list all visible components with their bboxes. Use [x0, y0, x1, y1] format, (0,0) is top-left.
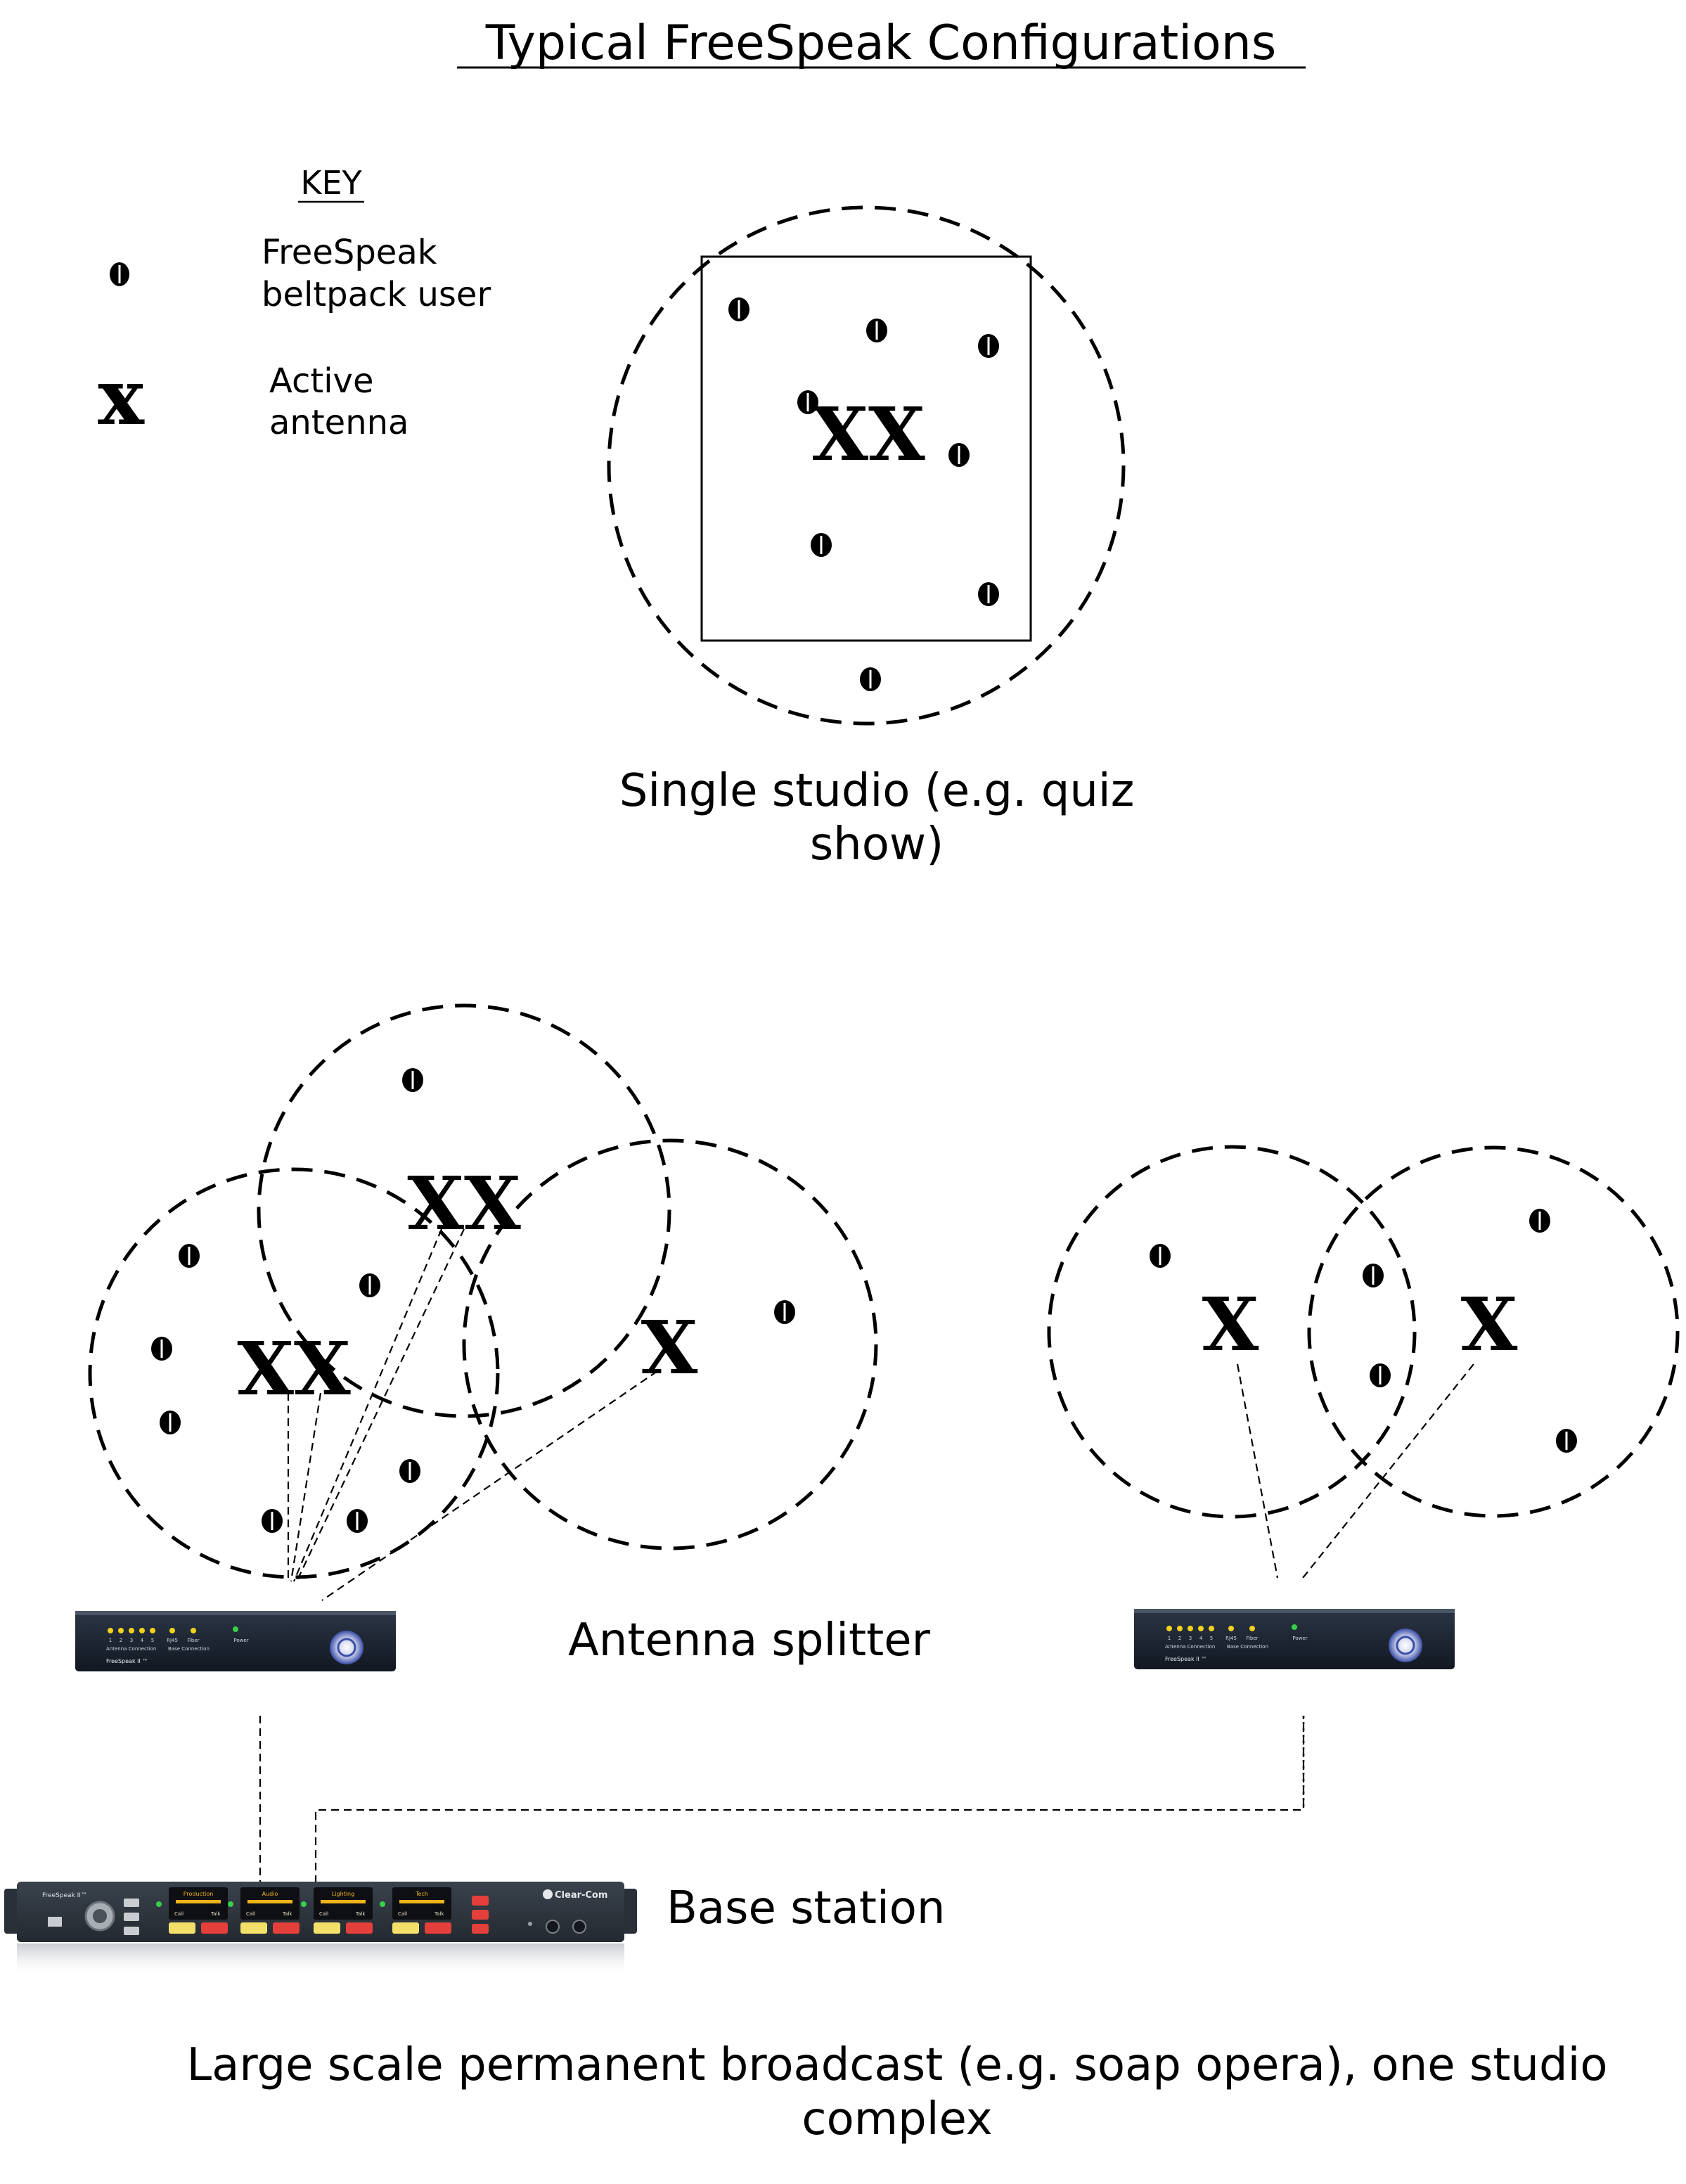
large-scale-caption-line2: complex: [802, 2093, 992, 2145]
svg-text:Talk: Talk: [355, 1911, 366, 1917]
coverage-circle-sat-left: [1047, 1145, 1417, 1519]
beltpack-user-icon: [359, 1273, 380, 1297]
beltpack-user-icon: [948, 443, 970, 467]
beltpack-users: [728, 297, 999, 691]
svg-text:4: 4: [1199, 1636, 1203, 1641]
svg-text:Base Connection: Base Connection: [1227, 1644, 1268, 1650]
key-heading: KEY: [300, 164, 362, 202]
active-antenna-icon: x: [98, 352, 145, 442]
beltpack-user-icon: [402, 1068, 423, 1092]
coverage-circle-top: [257, 1003, 671, 1418]
svg-text:Tech: Tech: [415, 1891, 428, 1897]
beltpack-user-icon: [774, 1300, 795, 1324]
svg-text:2: 2: [120, 1638, 122, 1643]
coverage-circle-left: [88, 1167, 500, 1579]
svg-text:Base Connection: Base Connection: [168, 1646, 210, 1652]
beltpack-user-icon: [1556, 1429, 1577, 1453]
active-antenna-pair: XX: [811, 391, 925, 477]
beltpack-users: [151, 1068, 795, 1533]
svg-text:Production: Production: [184, 1891, 214, 1897]
beltpack-user-icon: [1150, 1244, 1171, 1268]
beltpack-user-icon: [1370, 1363, 1391, 1387]
active-antenna-sat-left: X: [1202, 1281, 1259, 1368]
active-antenna-pair-top: XX: [407, 1160, 521, 1247]
svg-text:1: 1: [1168, 1636, 1171, 1641]
svg-text:5: 5: [151, 1638, 154, 1643]
active-antenna-right: X: [641, 1304, 698, 1391]
svg-text:Antenna Connection: Antenna Connection: [1165, 1644, 1215, 1650]
svg-text:3: 3: [1189, 1636, 1192, 1641]
single-studio-caption-line2: show): [810, 818, 944, 871]
svg-text:Call: Call: [174, 1911, 184, 1917]
splitter-to-base-cables: [259, 1716, 1305, 1883]
svg-text:RJ45: RJ45: [167, 1638, 178, 1643]
studio-outline: [700, 255, 1032, 642]
beltpack-user-icon: [860, 667, 881, 691]
beltpack-user-icon: [179, 1244, 200, 1268]
beltpack-user-icon: [978, 582, 999, 606]
svg-text:FreeSpeak II ™: FreeSpeak II ™: [106, 1658, 148, 1664]
beltpack-user-icon: [1529, 1209, 1550, 1233]
svg-text:4: 4: [141, 1638, 144, 1643]
coverage-circle: [607, 205, 1126, 726]
page-title: Typical FreeSpeak Configurations: [485, 15, 1277, 71]
single-studio-config: XX Single studio (e.g. quiz show): [607, 205, 1135, 871]
svg-text:Fiber: Fiber: [1246, 1636, 1258, 1641]
beltpack-user-icon: [347, 1509, 368, 1533]
svg-text:5: 5: [1210, 1636, 1213, 1641]
beltpack-user-icon: [262, 1509, 283, 1533]
key-antenna-label-line2: antenna: [269, 403, 408, 442]
svg-text:Talk: Talk: [282, 1911, 292, 1917]
svg-text:3: 3: [130, 1638, 133, 1643]
svg-text:Fiber: Fiber: [187, 1638, 199, 1643]
svg-text:Call: Call: [398, 1911, 407, 1917]
large-scale-caption-line1: Large scale permanent broadcast (e.g. so…: [186, 2039, 1607, 2091]
large-scale-satellite-cluster: X X: [1047, 1145, 1680, 1579]
svg-text:1: 1: [109, 1638, 112, 1643]
beltpack-users: [1150, 1209, 1577, 1453]
svg-text:Power: Power: [233, 1638, 248, 1643]
key-antenna-label-line1: Active: [269, 361, 373, 401]
svg-text:Audio: Audio: [262, 1891, 278, 1897]
svg-text:Talk: Talk: [210, 1911, 221, 1917]
antenna-splitter-label: Antenna splitter: [568, 1614, 931, 1666]
beltpack-user-icon: [978, 334, 999, 358]
antenna-cables-satellite: [1236, 1363, 1474, 1579]
base-station-label: Base station: [667, 1882, 945, 1934]
beltpack-user-icon: [728, 297, 749, 321]
base-brand: FreeSpeak II™: [42, 1892, 87, 1899]
beltpack-user-icon: [797, 390, 818, 414]
svg-text:Talk: Talk: [434, 1911, 444, 1917]
large-scale-main-cluster: XX XX X: [88, 1003, 878, 1601]
svg-text:Call: Call: [319, 1911, 328, 1917]
svg-text:Lighting: Lighting: [332, 1891, 354, 1897]
svg-text:Power: Power: [1292, 1636, 1307, 1641]
beltpack-user-icon: [160, 1411, 181, 1434]
single-studio-caption-line1: Single studio (e.g. quiz: [619, 765, 1135, 817]
beltpack-user-icon: [151, 1337, 172, 1361]
coverage-circle-sat-right: [1307, 1145, 1680, 1518]
key-beltpack-label-line2: beltpack user: [262, 275, 491, 314]
base-logo: Clear-Com: [555, 1890, 607, 1901]
coverage-circle-right: [462, 1138, 878, 1550]
svg-text:Call: Call: [246, 1911, 255, 1917]
svg-text:RJ45: RJ45: [1225, 1636, 1237, 1641]
beltpack-user-icon: [1363, 1264, 1384, 1287]
svg-text:FreeSpeak II ™: FreeSpeak II ™: [1165, 1656, 1206, 1662]
antenna-cables: [287, 1228, 658, 1601]
key-beltpack-label-line1: FreeSpeak: [262, 233, 437, 272]
key-legend: KEY FreeSpeak beltpack user x Active ant…: [98, 164, 491, 442]
svg-text:2: 2: [1178, 1636, 1181, 1641]
beltpack-user-icon: [399, 1459, 420, 1483]
beltpack-user-icon: [866, 319, 887, 342]
active-antenna-sat-right: X: [1461, 1281, 1518, 1368]
beltpack-user-icon: [811, 533, 832, 557]
svg-text:Antenna Connection: Antenna Connection: [106, 1646, 156, 1652]
active-antenna-pair-left: XX: [237, 1325, 351, 1412]
